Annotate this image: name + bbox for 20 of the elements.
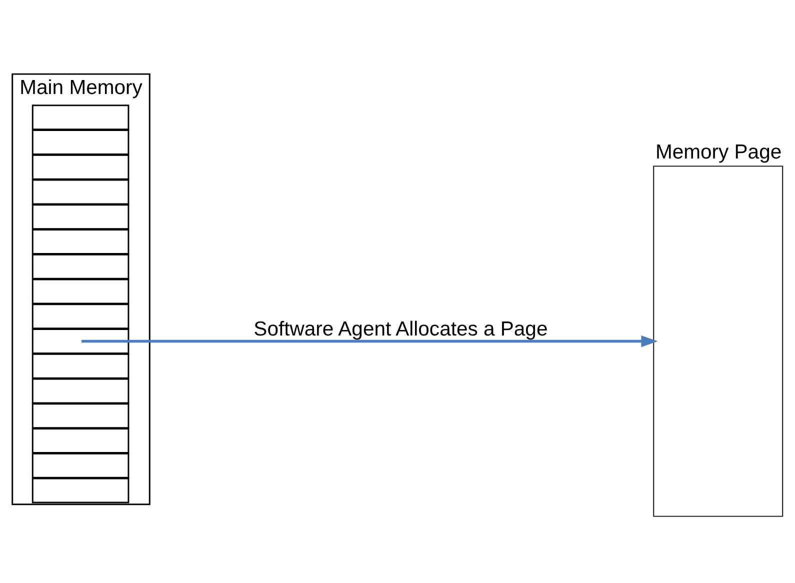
node-box — [32, 353, 130, 379]
node-box — [32, 328, 130, 354]
node-box — [653, 166, 784, 517]
arrow — [81, 335, 658, 348]
node-box — [32, 204, 130, 230]
node-box — [32, 304, 130, 330]
node-box — [32, 378, 130, 404]
node-box — [32, 254, 130, 280]
node-box — [32, 104, 130, 130]
node-box — [32, 452, 130, 478]
node-box — [32, 179, 130, 205]
node-box — [32, 130, 130, 155]
node-box — [32, 278, 130, 304]
node-label: Memory Page — [655, 141, 782, 164]
edge-label: Software Agent Allocates a Page — [254, 318, 548, 340]
node-box — [32, 478, 130, 504]
node-box — [32, 154, 130, 180]
node-box — [32, 229, 130, 254]
node-box — [32, 428, 130, 454]
node-box — [32, 403, 130, 429]
